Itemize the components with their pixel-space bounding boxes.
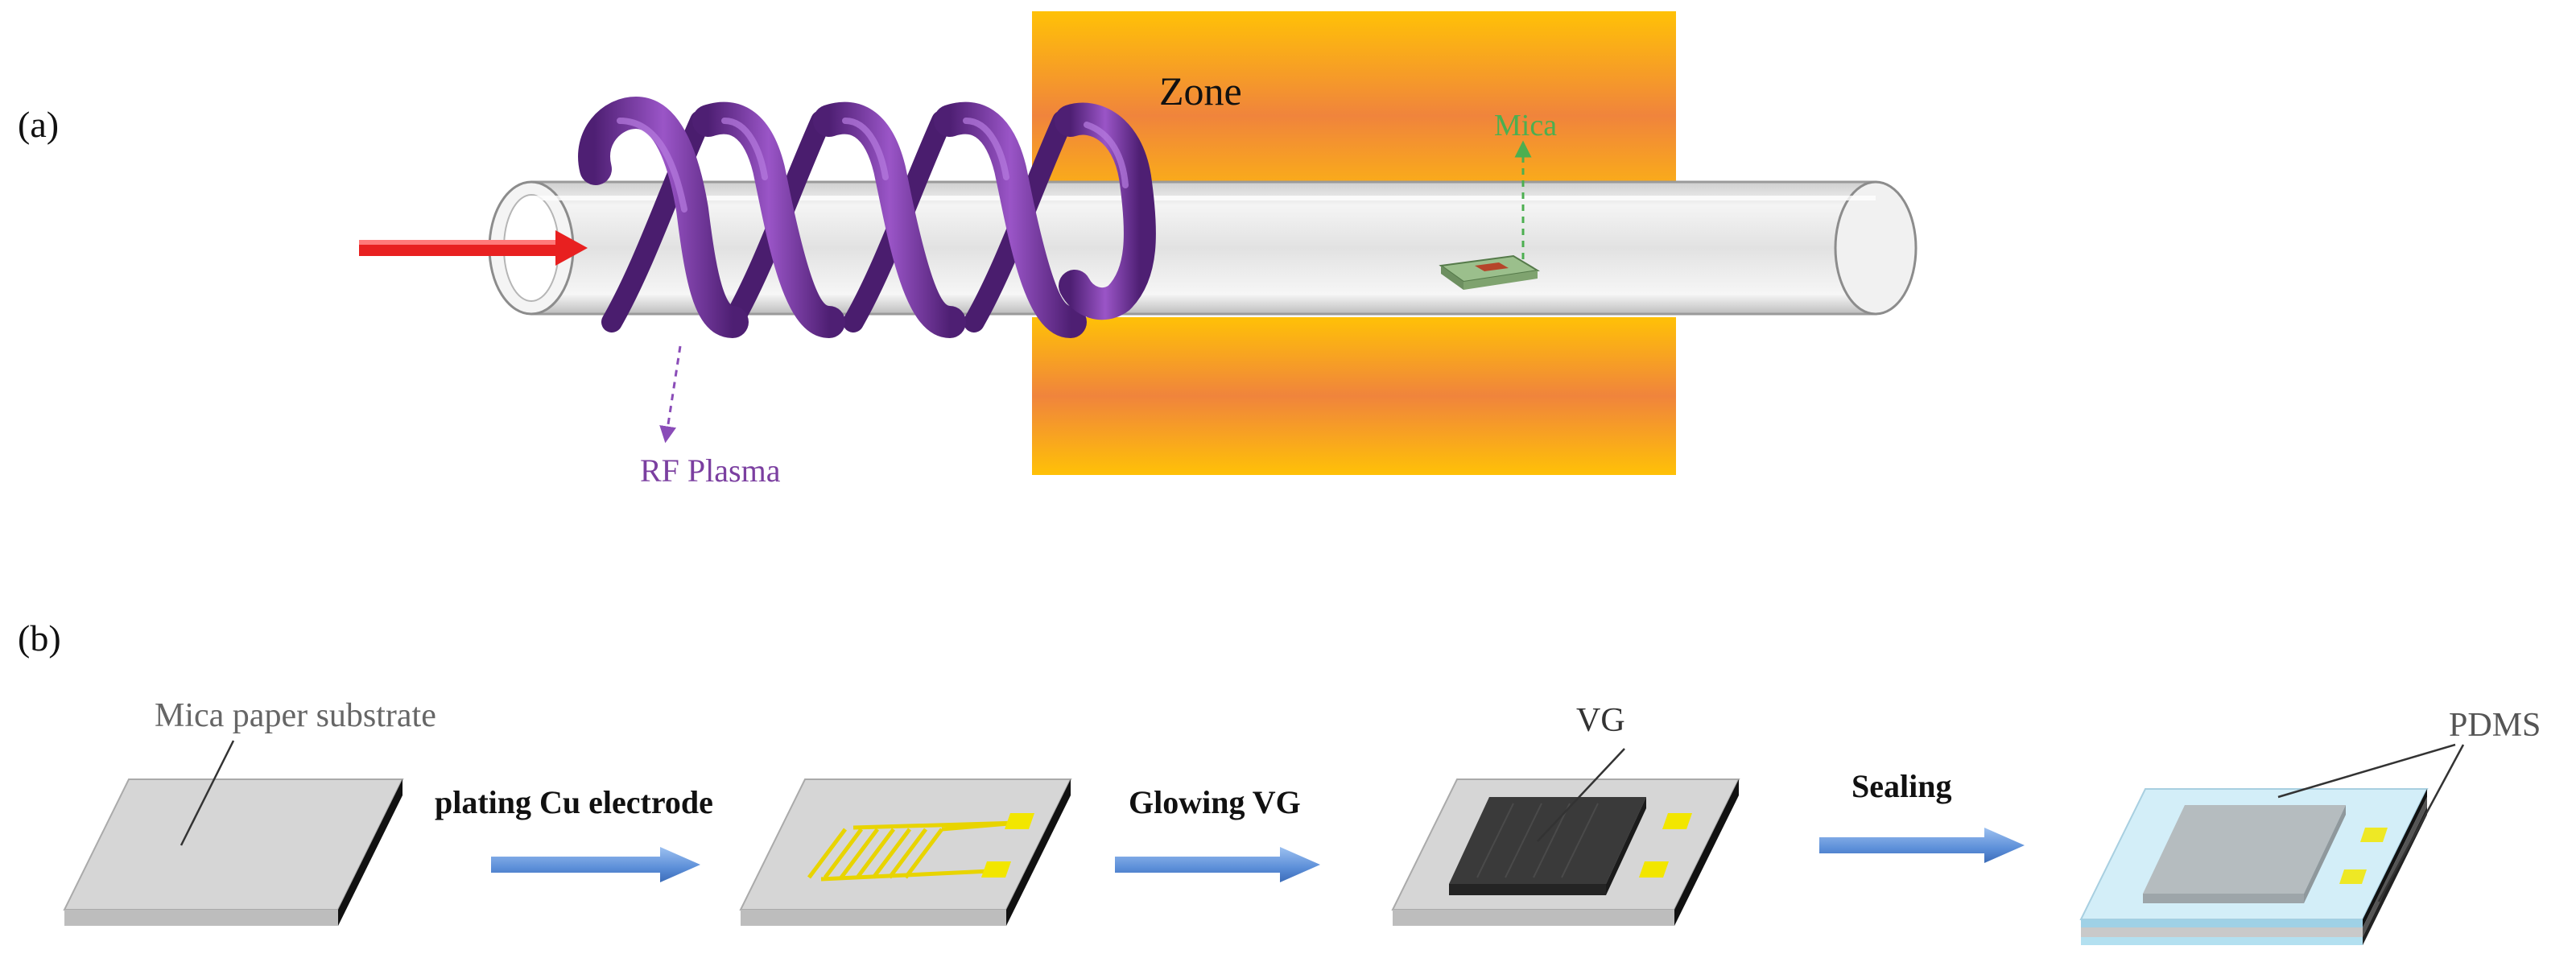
process-arrow-3	[1819, 828, 2025, 863]
substrate-label: Mica paper substrate	[155, 697, 436, 734]
zone-label: Zone	[1159, 68, 1242, 114]
electrode-pad-bottom	[981, 861, 1011, 878]
pdms-label: PDMS	[2449, 707, 2541, 744]
cu-interdigitated-electrode	[807, 820, 1019, 882]
step-glowing-label: Glowing VG	[1129, 784, 1301, 820]
electrode-pad-top	[1005, 813, 1034, 829]
panel-b-label: (b)	[18, 617, 61, 659]
step-sealing-label: Sealing	[1852, 768, 1951, 804]
rf-plasma-pointer-arrow	[659, 345, 682, 444]
mica-substrate-plate	[63, 778, 404, 926]
process-arrow-2	[1115, 847, 1320, 882]
pdms-pointer-line-top	[2277, 743, 2456, 799]
step-plating-label: plating Cu electrode	[435, 784, 713, 820]
vg-electrode-pad-bottom	[1639, 861, 1669, 878]
rf-plasma-label: RF Plasma	[640, 452, 781, 489]
vg-label: VG	[1576, 702, 1625, 739]
substrate-pointer-line	[180, 740, 235, 846]
panel-a-label: (a)	[18, 104, 59, 145]
vg-layer	[1449, 797, 1646, 895]
vg-electrode-pad-top	[1662, 813, 1692, 829]
vg-pointer-line	[1537, 748, 1625, 842]
rf-coil	[578, 96, 1156, 338]
furnace-zone-bottom	[1032, 317, 1676, 475]
process-arrow-1	[491, 847, 700, 882]
mica-label: Mica	[1494, 109, 1557, 142]
mica-sample	[1439, 254, 1540, 290]
gas-inlet-arrow	[359, 230, 588, 266]
electrode-plate	[739, 778, 1072, 926]
pdms-pointer-line-bottom	[2377, 744, 2465, 902]
sealed-device	[2079, 788, 2429, 945]
